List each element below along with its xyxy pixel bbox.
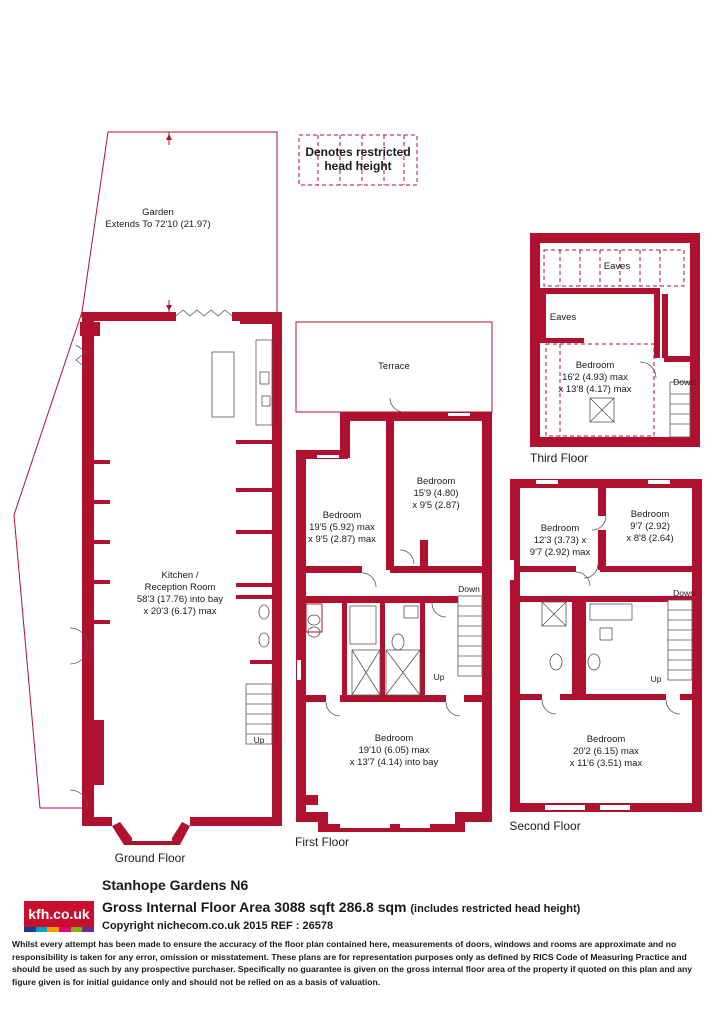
first-bedroom-a-size-2: x 9'5 (2.87) max bbox=[308, 534, 376, 545]
floor-area-note: (includes restricted head height) bbox=[410, 903, 581, 915]
garden-label: Garden bbox=[142, 207, 174, 218]
logo-color-bar bbox=[24, 927, 95, 932]
first-bedroom-a-label: Bedroom bbox=[323, 510, 362, 521]
first-bedroom-a-size-1: 19'5 (5.92) max bbox=[309, 522, 375, 533]
floor-area-value: Gross Internal Floor Area 3088 sqft 286.… bbox=[102, 899, 407, 915]
disclaimer: Whilst every attempt has been made to en… bbox=[12, 939, 693, 987]
restricted-height-legend: Denotes restricted head height bbox=[298, 134, 418, 186]
second-bedroom-c-size-1: 20'2 (6.15) max bbox=[573, 746, 639, 757]
logo-stripe bbox=[82, 927, 95, 932]
property-address: Stanhope Gardens N6 bbox=[102, 877, 249, 893]
logo-stripe bbox=[24, 927, 36, 932]
third-bedroom-label: Bedroom bbox=[576, 360, 615, 371]
ground-floor-plan: Garden Extends To 72'10 (21.97) bbox=[13, 131, 282, 865]
kitchen-size-2: x 20'3 (6.17) max bbox=[143, 606, 216, 617]
logo-stripe bbox=[70, 927, 83, 932]
second-bedroom-a-label: Bedroom bbox=[541, 523, 580, 534]
third-bedroom-size-2: x 13'8 (4.17) max bbox=[558, 384, 631, 395]
third-stairs-down: Down bbox=[673, 377, 695, 387]
second-bedroom-c-size-2: x 11'6 (3.51) max bbox=[570, 758, 643, 769]
floor-plan: Denotes restricted head height Garden Ex… bbox=[13, 131, 702, 865]
second-bedroom-b-size-2: x 8'8 (2.64) bbox=[626, 533, 673, 544]
first-bedroom-c-size-1: 19'10 (6.05) max bbox=[359, 745, 430, 756]
logo-stripe bbox=[47, 927, 60, 932]
legend-line1: Denotes restricted bbox=[305, 145, 410, 159]
garden-size: Extends To 72'10 (21.97) bbox=[105, 219, 210, 230]
garden-boundary bbox=[81, 131, 278, 313]
first-floor-title: First Floor bbox=[295, 835, 349, 849]
kitchen-label-1: Kitchen / bbox=[162, 570, 199, 581]
logo-stripe bbox=[59, 927, 71, 932]
third-eaves-left: Eaves bbox=[550, 312, 577, 323]
terrace-label: Terrace bbox=[378, 361, 410, 372]
first-bedroom-b-size-2: x 9'5 (2.87) bbox=[412, 500, 459, 511]
second-bedroom-b-size-1: 9'7 (2.92) bbox=[630, 521, 670, 532]
second-floor-title: Second Floor bbox=[509, 819, 580, 833]
kitchen-label-2: Reception Room bbox=[145, 582, 216, 593]
first-stairs-down: Down bbox=[458, 584, 480, 594]
second-bedroom-b-label: Bedroom bbox=[631, 509, 670, 520]
second-stairs-up: Up bbox=[651, 674, 662, 684]
first-stairs-up: Up bbox=[434, 672, 445, 682]
agency-logo: kfh.co.uk bbox=[24, 901, 94, 927]
logo-stripe bbox=[35, 927, 48, 932]
second-bedroom-a-size-1: 12'3 (3.73) x bbox=[534, 535, 587, 546]
ground-floor-title: Ground Floor bbox=[115, 851, 186, 865]
third-bedroom-size-1: 16'2 (4.93) max bbox=[562, 372, 628, 383]
first-bedroom-b-size-1: 15'9 (4.80) bbox=[413, 488, 458, 499]
third-floor-plan: Down Eaves Eaves Bedroom 16'2 (4.93) max… bbox=[530, 233, 700, 465]
legend-line2: head height bbox=[324, 159, 391, 173]
first-bedroom-c-size-2: x 13'7 (4.14) into bay bbox=[350, 757, 439, 768]
second-floor-plan: Down Up Bedroom 12'3 (3.73) x 9'7 (2.92)… bbox=[509, 479, 702, 833]
second-bedroom-a-size-2: 9'7 (2.92) max bbox=[530, 547, 591, 558]
kitchen-size-1: 58'3 (17.76) into bay bbox=[137, 594, 224, 605]
ground-stairs-up: Up bbox=[254, 735, 265, 745]
first-floor-plan: Terrace bbox=[295, 321, 493, 849]
logo-text: kfh.co.uk bbox=[28, 906, 90, 922]
third-floor-title: Third Floor bbox=[530, 451, 588, 465]
garden-boundary-left bbox=[13, 311, 92, 809]
copyright: Copyright nichecom.co.uk 2015 REF : 2657… bbox=[102, 920, 334, 932]
second-stairs-down: Down bbox=[673, 588, 695, 598]
floor-area: Gross Internal Floor Area 3088 sqft 286.… bbox=[102, 899, 580, 915]
third-eaves-top: Eaves bbox=[604, 261, 631, 272]
first-bedroom-b-label: Bedroom bbox=[417, 476, 456, 487]
second-bedroom-c-label: Bedroom bbox=[587, 734, 626, 745]
first-bedroom-c-label: Bedroom bbox=[375, 733, 414, 744]
